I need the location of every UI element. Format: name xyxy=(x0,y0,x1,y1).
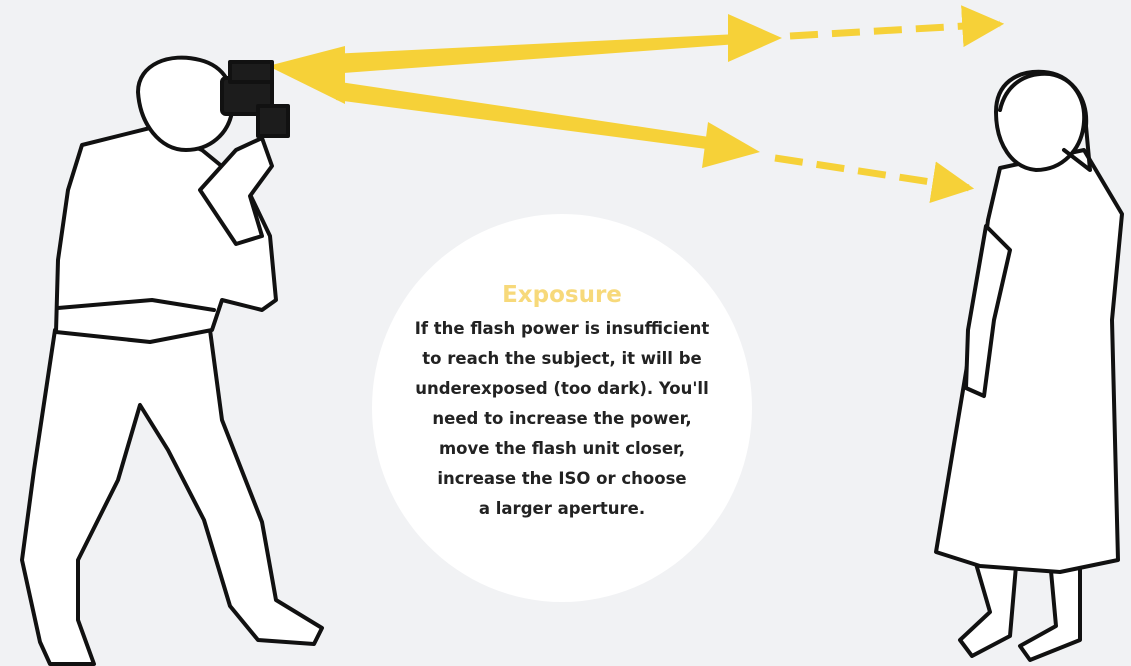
subject-figure xyxy=(936,72,1122,660)
callout-text-line: need to increase the power, xyxy=(432,404,691,434)
beam-emitter-cone xyxy=(268,46,345,104)
beam-upper-arrowhead xyxy=(728,14,782,62)
flash-beams xyxy=(268,14,1000,188)
beam-lower-dashed-arrow xyxy=(775,158,970,188)
camera-flash-head xyxy=(230,62,272,82)
callout-text-line: underexposed (too dark). You'll xyxy=(415,374,709,404)
callout-text-line: If the flash power is insufficient xyxy=(415,314,710,344)
beam-lower-shaft xyxy=(336,82,716,150)
photographer-legs xyxy=(22,320,322,664)
callout-text-line: a larger aperture. xyxy=(479,494,645,524)
callout-text-line: increase the ISO or choose xyxy=(437,464,686,494)
beam-lower-arrowhead xyxy=(702,122,760,168)
beam-upper-shaft xyxy=(330,34,738,74)
callout-text-line: to reach the subject, it will be xyxy=(422,344,701,374)
photographer-figure xyxy=(22,58,322,664)
callout-title: Exposure xyxy=(502,282,622,308)
beam-upper-dashed-arrow xyxy=(790,24,1000,36)
exposure-callout: Exposure If the flash power is insuffici… xyxy=(372,214,752,602)
camera-lens xyxy=(258,106,288,136)
callout-text-line: move the flash unit closer, xyxy=(439,434,685,464)
subject-dress xyxy=(936,150,1122,572)
